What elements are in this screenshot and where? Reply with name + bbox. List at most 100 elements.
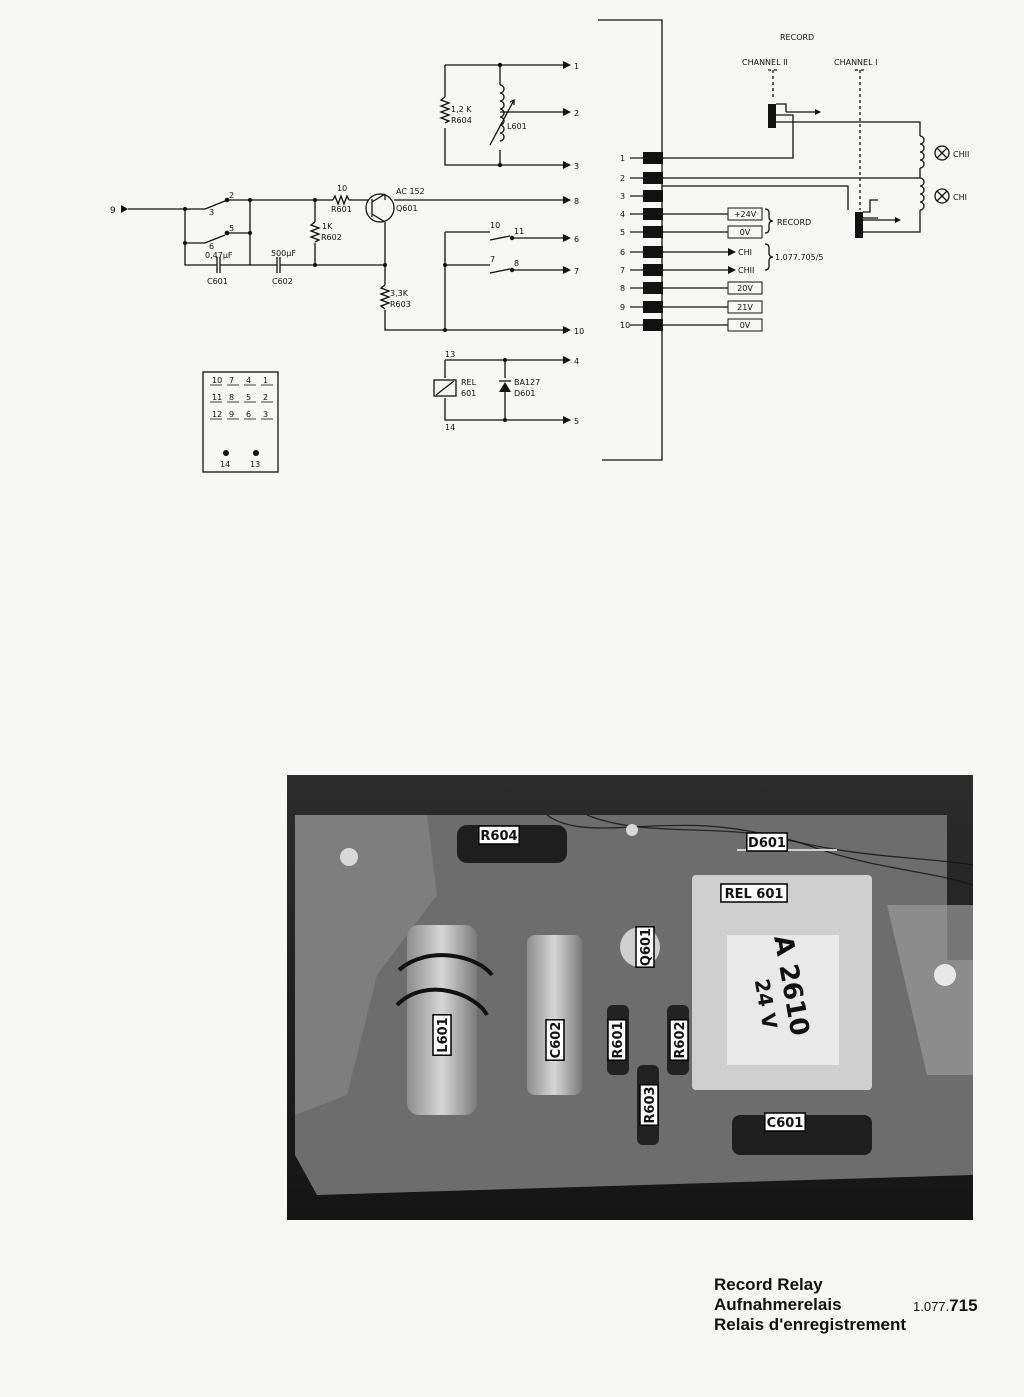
c602-value: 500μF [271,249,296,258]
part-number: 1.077.715 [913,1296,978,1316]
relay-grid-pin: 1 [263,376,268,385]
part-number-suffix: 715 [949,1296,978,1315]
out-pin-3: 3 [574,162,579,171]
out-pin-10: 10 [574,327,584,336]
r601-value: 10 [337,184,347,193]
r604-label: R604 [451,116,472,125]
svg-text:C601: C601 [767,1116,804,1131]
connector-label: 21V [737,303,753,312]
relay-grid-pin: 9 [229,410,234,419]
head-ch1-label: CHI [953,193,967,202]
relay-grid-pin: 11 [212,393,222,402]
contact-3: 3 [209,208,214,217]
photo-label-tag: L601 [432,1014,452,1056]
edge-pin [643,226,663,238]
c602-label: C602 [272,277,293,286]
coil-pin-13: 13 [445,350,455,359]
connector-label: 0V [740,321,751,330]
out-pin-6: 6 [574,235,579,244]
contact-2: 2 [229,191,234,200]
edge-pin-number: 8 [620,284,625,293]
relay-grid-pin: 12 [212,410,222,419]
edge-pin [643,264,663,276]
out-pin-1: 1 [574,62,579,71]
svg-text:Q601: Q601 [639,928,654,966]
edge-pin [643,282,663,294]
svg-text:D601: D601 [748,836,786,851]
head-ch2-label: CHII [953,150,969,159]
relay-grid-pin: 10 [212,376,222,385]
relay-grid-pin: 2 [263,393,268,402]
caption-de: Aufnahmerelais [714,1295,842,1314]
input-stage: 9 2 3 5 6 0,47μF C601 500μF C602 10 R601… [110,184,584,336]
photo-label-tag: Q601 [635,926,655,968]
out-pin-2: 2 [574,109,579,118]
out-pin-5: 5 [574,417,579,426]
photo-label-tag: R602 [669,1019,689,1061]
contact-6: 6 [209,242,214,251]
edge-pin-number: 6 [620,248,625,257]
input-pin-9: 9 [110,206,116,216]
edge-pin [643,190,663,202]
relay-coil-diode: 13 14 REL 601 BA127 D601 4 5 [433,350,579,432]
coil-grid-13: 13 [250,460,260,469]
svg-text:L601: L601 [436,1017,451,1052]
record-title: RECORD [780,33,814,42]
svg-text:R603: R603 [643,1086,658,1123]
c602-component [527,935,582,1095]
edge-pin-number: 1 [620,154,625,163]
photo-label-tag: C601 [764,1112,806,1132]
record-heads: RECORD CHANNEL II CHANNEL I CHII CHI [662,33,969,238]
out-pin-4: 4 [574,357,579,366]
connector-label: CHII [738,266,754,275]
r603-value: 3,3K [390,289,409,298]
r602-label: R602 [321,233,342,242]
edge-pin [643,319,663,331]
r602-value: 1K [322,222,333,231]
connector-record-label: RECORD [777,218,811,227]
out-pin-8: 8 [574,197,579,206]
relay-grid-pin: 4 [246,376,251,385]
part-number-prefix: 1.077. [913,1299,950,1314]
schematic: 1,2 K R604 L601 1 2 3 9 2 3 5 6 0,47μF C… [110,19,969,473]
r604-l601-network: 1,2 K R604 L601 1 2 3 [439,61,579,171]
edge-pin-number: 5 [620,228,625,237]
edge-pin-number: 3 [620,192,625,201]
photo-label-tag: R601 [607,1019,627,1061]
photo-label-tag: REL 601 [720,883,788,903]
edge-pin-number: 2 [620,174,625,183]
connector-label: CHI [738,248,752,257]
contact-11: 11 [514,227,524,236]
c601-value: 0,47μF [205,251,233,260]
edge-pin [643,246,663,258]
photo-label-tag: R604 [478,825,520,845]
r603-label: R603 [390,300,411,309]
connector-ref: 1.077.705/5 [775,253,824,262]
svg-text:REL 601: REL 601 [725,887,784,902]
coil-pin-14: 14 [445,423,455,432]
relay-contacts: 10 11 7 8 6 7 [443,221,579,332]
relay-grid-pin: 3 [263,410,268,419]
transistor-type: AC 152 [396,187,425,196]
d601-label: D601 [514,389,535,398]
contact-7: 7 [490,255,495,264]
contact-8: 8 [514,259,519,268]
channel-2-label: CHANNEL II [742,58,788,67]
svg-text:R604: R604 [480,829,517,844]
svg-text:C602: C602 [549,1022,564,1059]
photo-label-tag: R603 [639,1084,659,1126]
edge-pin [643,172,663,184]
rel-label: REL [461,378,477,387]
contact-5: 5 [229,224,234,233]
relay-grid-pin: 6 [246,410,251,419]
channel-1-label: CHANNEL I [834,58,877,67]
relay-grid-pin: 5 [246,393,251,402]
diode-type: BA127 [514,378,540,387]
l601-label: L601 [507,122,527,131]
relay-grid-pin: 7 [229,376,234,385]
relay-grid-pin: 8 [229,393,234,402]
